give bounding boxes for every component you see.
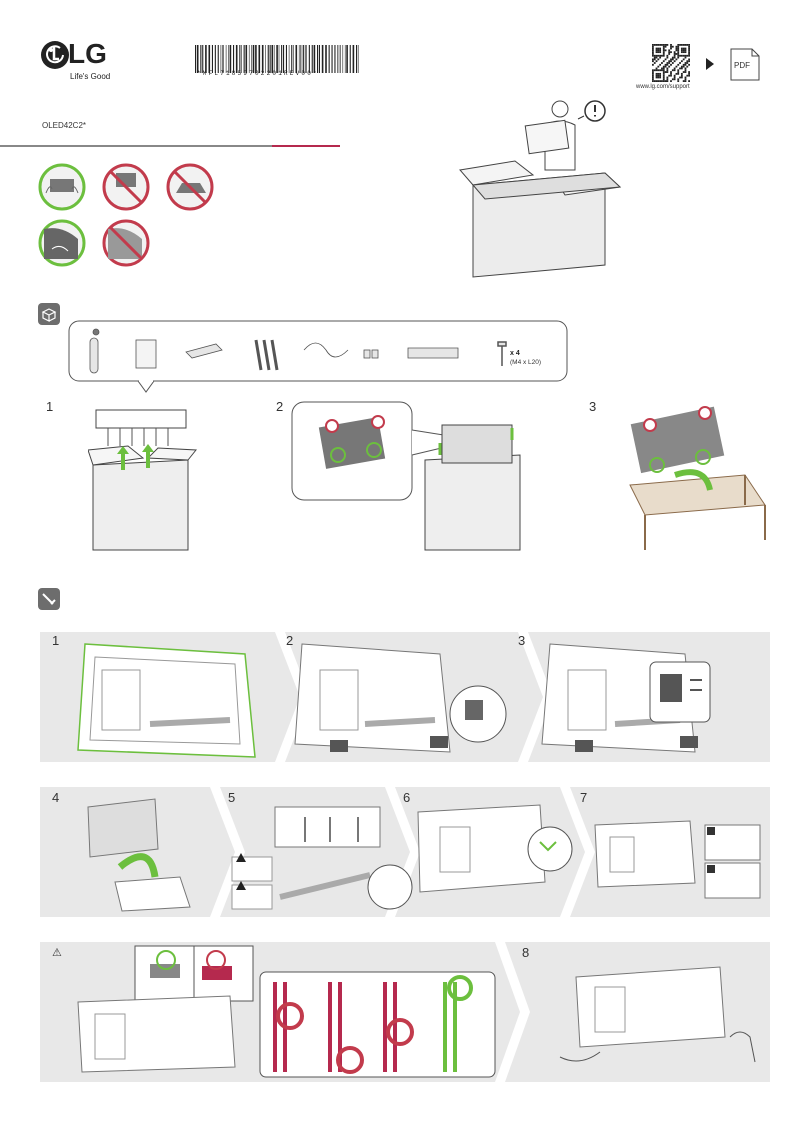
unpack-step-2-number: 2 bbox=[276, 399, 284, 414]
assembly-step-3-number: 3 bbox=[518, 633, 526, 648]
no-lay-flat-icon bbox=[166, 163, 214, 211]
unpack-step-2-illustration bbox=[291, 401, 521, 551]
assembly-row-3 bbox=[40, 942, 770, 1082]
assembly-step-4-number: 4 bbox=[52, 790, 60, 805]
assembly-row-1 bbox=[40, 632, 770, 762]
tv-back-step1 bbox=[77, 643, 256, 758]
screw-icon bbox=[497, 341, 507, 366]
assembly-step-8-number: 8 bbox=[522, 945, 530, 960]
manual-icon bbox=[135, 339, 157, 369]
unpack-step-1-number: 1 bbox=[46, 399, 54, 414]
pdf-label: PDF bbox=[734, 61, 750, 70]
assembly-step-1-number: 1 bbox=[52, 633, 60, 648]
tagline: Life's Good bbox=[70, 72, 111, 81]
ok-hold-edges-icon bbox=[38, 163, 86, 211]
tv-back-step7 bbox=[594, 820, 761, 899]
tv-back-step3 bbox=[541, 643, 711, 753]
lg-logo-icon bbox=[41, 41, 69, 69]
warning-icon: ⚠ bbox=[52, 947, 62, 959]
assembly-step-2-number: 2 bbox=[286, 633, 294, 648]
unboxing-warning-illustration bbox=[459, 100, 622, 278]
power-cable-icon bbox=[303, 342, 349, 358]
assembly-step-5-number: 5 bbox=[228, 790, 236, 805]
arrow-right-icon bbox=[706, 58, 714, 70]
handling-icons bbox=[38, 163, 214, 267]
barcode-text: *MFL71859702201REV00* bbox=[197, 70, 319, 77]
assembly-step-7-number: 7 bbox=[580, 790, 588, 805]
tv-back-step6 bbox=[417, 804, 573, 893]
box-contents-icon bbox=[38, 303, 60, 325]
support-url: www.lg.com/support bbox=[636, 84, 690, 90]
assembly-row-2 bbox=[40, 787, 770, 917]
unpack-step-1-illustration bbox=[88, 409, 197, 551]
assembly-tool-icon bbox=[38, 588, 60, 610]
no-hold-screen-icon bbox=[102, 163, 150, 211]
accessories-panel: x 4 (M4 x L20) bbox=[68, 320, 568, 393]
screw-count: x 4 bbox=[510, 350, 520, 357]
stand-legs-icon bbox=[254, 339, 279, 371]
qr-code-icon bbox=[652, 44, 690, 82]
tv-flip-step4 bbox=[87, 798, 191, 912]
cable-step5 bbox=[231, 806, 413, 910]
screw-spec: (M4 x L20) bbox=[510, 359, 541, 366]
model-number: OLED42C2* bbox=[42, 121, 87, 130]
divider-grey bbox=[0, 145, 272, 147]
unpack-step-3-number: 3 bbox=[589, 399, 597, 414]
cable-holder-icon bbox=[363, 349, 371, 359]
cover-icon bbox=[407, 347, 459, 359]
tv-back-step2 bbox=[294, 643, 507, 753]
stand-icon bbox=[185, 343, 223, 359]
assembly-step-6-number: 6 bbox=[403, 790, 411, 805]
no-touch-screen-icon bbox=[102, 219, 150, 267]
logo-text: LG bbox=[68, 38, 107, 69]
pdf-document-icon bbox=[730, 48, 760, 81]
remote-icon bbox=[89, 337, 99, 374]
divider-accent bbox=[272, 145, 340, 147]
barcode-icon bbox=[195, 45, 359, 73]
unpack-step-3-illustration bbox=[629, 406, 766, 550]
ok-touch-edge-icon bbox=[38, 219, 86, 267]
